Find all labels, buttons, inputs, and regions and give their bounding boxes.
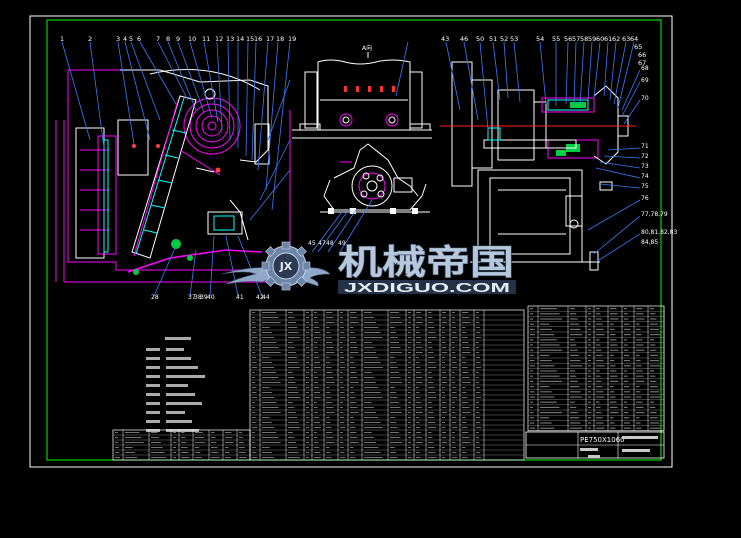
callout-number: 57 xyxy=(572,35,580,43)
callout-number: 38 xyxy=(194,294,202,301)
callout-number: 18 xyxy=(276,35,284,43)
callout-number: 51 xyxy=(489,35,497,43)
callout-number: 44 xyxy=(262,294,270,301)
watermark: JX 机械帝国 JXDIGUO.COM xyxy=(221,241,516,295)
crusher-a-view: A向 xyxy=(292,41,432,253)
callout-number: 65 xyxy=(634,43,642,51)
callout-number: 14 xyxy=(236,35,244,43)
callout-number: 73 xyxy=(641,163,649,170)
callouts-right: 68 69 70 71 72 73 74 75 76 77,78,79 80,81,82,83 84,… xyxy=(641,65,677,246)
callout-number: 37 xyxy=(188,294,196,301)
callout-number: 47 xyxy=(318,240,326,247)
right-wing-shape xyxy=(299,267,331,287)
callout-number: 53 xyxy=(510,35,518,43)
callout-number: 10 xyxy=(188,35,196,43)
callout-number: 15 xyxy=(246,35,254,43)
callout-number: 11 xyxy=(202,35,210,43)
callout-number: 77,78,79 xyxy=(641,211,668,218)
callout-number: 70 xyxy=(641,95,649,102)
callout-number: 3 xyxy=(116,35,120,43)
callout-number: 66 xyxy=(638,51,646,59)
callout-number: 45 xyxy=(308,240,316,247)
gear-icon: JX xyxy=(261,241,311,291)
callout-number: 75 xyxy=(641,183,649,190)
badge-letters: JX xyxy=(279,260,293,273)
callout-number: 43 xyxy=(441,35,449,43)
callout-number: 17 xyxy=(266,35,274,43)
callout-number: 12 xyxy=(215,35,223,43)
watermark-url: JXDIGUO.COM xyxy=(344,280,510,295)
callout-number: 67 xyxy=(638,59,646,67)
callout-number: 4 xyxy=(123,35,127,43)
callout-number: 55 xyxy=(552,35,560,43)
callout-number: 58 xyxy=(580,35,588,43)
callout-number: 72 xyxy=(641,153,649,160)
callout-number: 49 xyxy=(338,240,346,247)
callout-number: 8 xyxy=(166,35,170,43)
left-wing-shape xyxy=(221,267,273,285)
parts-list-right xyxy=(527,305,665,432)
callout-number: 7 xyxy=(156,35,160,43)
inner-frame xyxy=(46,19,662,461)
callout-number: 52 xyxy=(500,35,508,43)
callout-number: 71 xyxy=(641,143,649,150)
callout-number: 62 xyxy=(612,35,620,43)
callout-number: 50 xyxy=(476,35,484,43)
callout-number: 59 xyxy=(588,35,596,43)
callout-number: 28 xyxy=(151,294,159,301)
callout-number: 16 xyxy=(254,35,262,43)
callout-number: 41 xyxy=(236,294,244,301)
outer-border xyxy=(29,15,673,468)
parts-list-left xyxy=(249,309,525,461)
callout-number: 40 xyxy=(207,294,215,301)
view-a-label: A向 xyxy=(362,44,372,52)
callout-number: 5 xyxy=(129,35,133,43)
callout-number: 69 xyxy=(641,77,649,84)
callout-number: 13 xyxy=(226,35,234,43)
callout-number: 68 xyxy=(641,65,649,72)
callout-number: 54 xyxy=(536,35,544,43)
callout-number: 76 xyxy=(641,195,649,202)
callout-number: 84,85 xyxy=(641,239,658,246)
callout-number: 9 xyxy=(176,35,180,43)
callout-number: 56 xyxy=(564,35,572,43)
callout-number: 64 xyxy=(630,35,638,43)
callout-number: 80,81,82,83 xyxy=(641,229,677,236)
watermark-title: 机械帝国 xyxy=(338,243,514,283)
callout-number: 2 xyxy=(88,35,92,43)
callout-number: 48 xyxy=(326,240,334,247)
callout-number: 46 xyxy=(460,35,468,43)
callout-number: 39 xyxy=(200,294,208,301)
title-block: PE750X1060 xyxy=(525,431,665,459)
parts-list-small xyxy=(112,429,251,461)
callout-number: 74 xyxy=(641,173,649,180)
callout-number: 6 xyxy=(137,35,141,43)
callout-number: 63 xyxy=(622,35,630,43)
callout-number: 19 xyxy=(288,35,296,43)
callout-number: 1 xyxy=(60,35,64,43)
technical-notes xyxy=(146,337,205,432)
model-code: PE750X1060 xyxy=(580,436,625,444)
callout-number: 61 xyxy=(604,35,612,43)
callout-number: 60 xyxy=(596,35,604,43)
callout-number: 42 xyxy=(256,294,264,301)
